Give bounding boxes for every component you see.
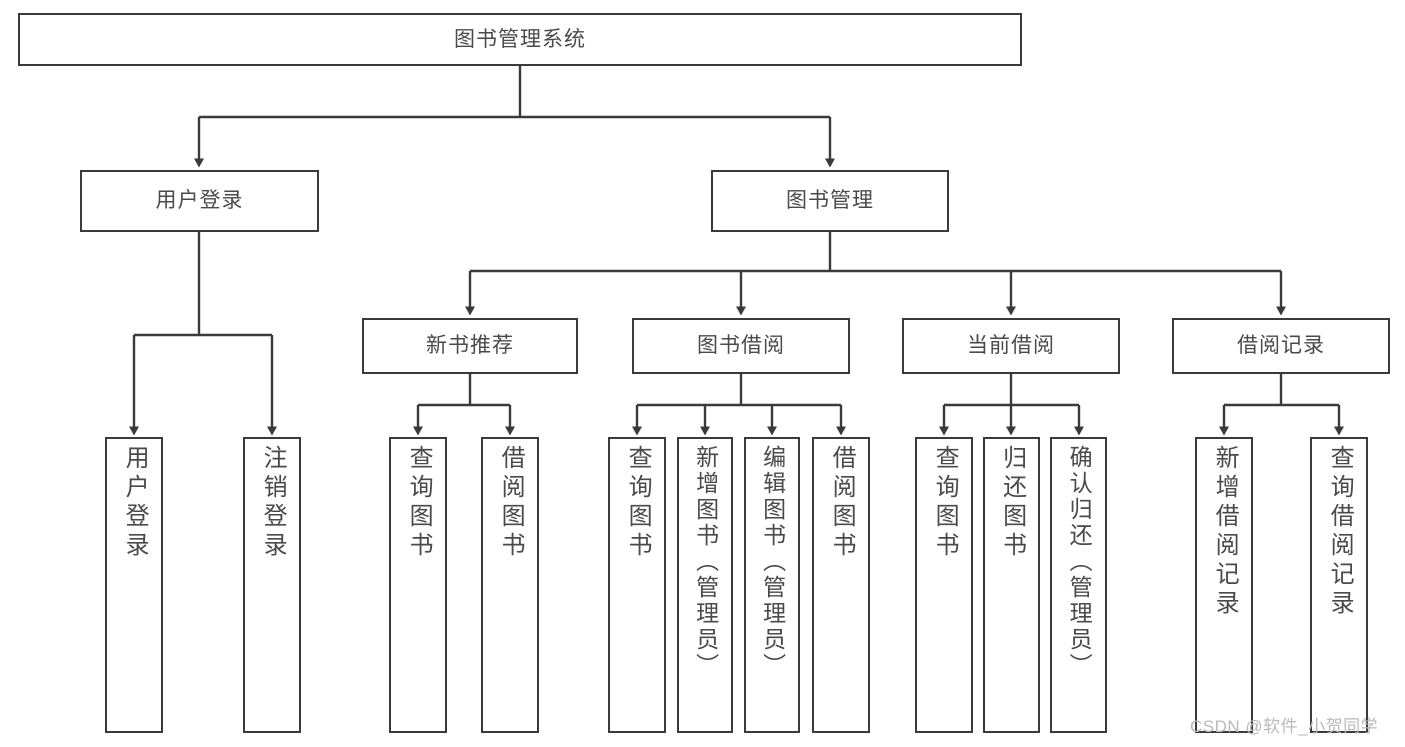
leaf-add-borrow-record[interactable]: 新增借阅记录 bbox=[1195, 437, 1253, 733]
node-new-book-recommend[interactable]: 新书推荐 bbox=[362, 318, 578, 374]
node-label: 归还图书 bbox=[998, 445, 1026, 561]
leaf-borrow-book-recommend[interactable]: 借阅图书 bbox=[481, 437, 539, 733]
node-label: 图书管理 bbox=[786, 189, 874, 213]
node-label: 查询图书 bbox=[624, 445, 652, 561]
leaf-confirm-return-admin[interactable]: 确认归还（管理员） bbox=[1050, 437, 1107, 733]
node-book-borrow[interactable]: 图书借阅 bbox=[632, 318, 850, 374]
node-current-borrow[interactable]: 当前借阅 bbox=[902, 318, 1120, 374]
leaf-add-book-admin[interactable]: 新增图书（管理员） bbox=[677, 437, 733, 733]
node-label: 编辑图书（管理员） bbox=[759, 445, 786, 679]
node-user-login[interactable]: 用户登录 bbox=[80, 170, 319, 232]
node-borrow-record[interactable]: 借阅记录 bbox=[1172, 318, 1390, 374]
node-label: 图书管理系统 bbox=[454, 27, 586, 51]
node-book-management[interactable]: 图书管理 bbox=[711, 170, 949, 232]
leaf-user-login[interactable]: 用户登录 bbox=[105, 437, 163, 733]
node-label: 新增图书（管理员） bbox=[692, 445, 719, 679]
node-label: 借阅记录 bbox=[1237, 334, 1325, 358]
leaf-return-book[interactable]: 归还图书 bbox=[983, 437, 1040, 733]
leaf-borrow-book[interactable]: 借阅图书 bbox=[812, 437, 870, 733]
node-label: 用户登录 bbox=[155, 189, 244, 213]
node-label: 查询借阅记录 bbox=[1326, 445, 1354, 619]
leaf-query-book-recommend[interactable]: 查询图书 bbox=[389, 437, 447, 733]
node-root-system[interactable]: 图书管理系统 bbox=[18, 13, 1022, 66]
node-label: 查询图书 bbox=[931, 445, 959, 561]
watermark-text: CSDN @软件_小贺同学 bbox=[1190, 717, 1379, 736]
node-label: 注销登录 bbox=[259, 445, 287, 561]
node-label: 查询图书 bbox=[405, 445, 433, 561]
node-label: 图书借阅 bbox=[697, 334, 785, 358]
node-label: 当前借阅 bbox=[967, 334, 1055, 358]
leaf-query-book-current[interactable]: 查询图书 bbox=[915, 437, 973, 733]
node-label: 借阅图书 bbox=[497, 445, 525, 561]
leaf-query-book-borrow[interactable]: 查询图书 bbox=[608, 437, 666, 733]
node-label: 新书推荐 bbox=[426, 334, 514, 358]
node-label: 确认归还（管理员） bbox=[1066, 445, 1093, 679]
leaf-edit-book-admin[interactable]: 编辑图书（管理员） bbox=[744, 437, 800, 733]
leaf-query-borrow-record[interactable]: 查询借阅记录 bbox=[1310, 437, 1368, 733]
node-label: 新增借阅记录 bbox=[1211, 445, 1239, 619]
leaf-user-logout[interactable]: 注销登录 bbox=[243, 437, 301, 733]
node-label: 借阅图书 bbox=[828, 445, 856, 561]
node-label: 用户登录 bbox=[121, 445, 149, 561]
